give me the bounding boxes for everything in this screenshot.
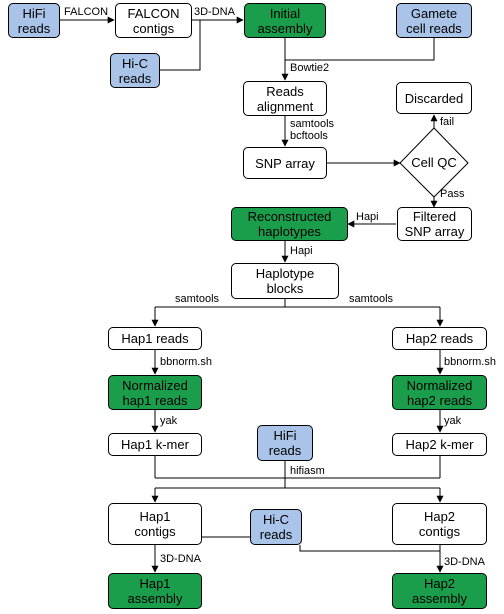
hifi-reads-top-node: HiFi reads [8,3,60,38]
label-samtools-right: samtools [349,293,394,305]
label-bowtie2: Bowtie2 [290,62,330,74]
edge-hic-to-hap2 [299,545,440,552]
label-samtools-bcftools: samtools bcftools [290,118,335,142]
label-hapi-down: Hapi [290,245,313,257]
label-3d-dna-right: 3D-DNA [444,556,485,568]
label-samtools-left: samtools [175,293,220,305]
hap2-kmer-node: Hap2 k-mer [392,433,487,456]
falcon-contigs-node: FALCON contigs [115,3,192,38]
snp-array-node: SNP array [243,147,327,179]
filtered-snp-array-node: Filtered SNP array [397,207,472,241]
label-hifiasm: hifiasm [290,465,325,477]
hic-reads-bottom-node: Hi-C reads [250,509,302,545]
hap1-assembly-node: Hap1 assembly [108,573,202,609]
cell-qc-label: Cell QC [411,155,457,170]
label-3d-dna-left: 3D-DNA [160,553,201,565]
hap2-contigs-node: Hap2 contigs [392,503,487,545]
cell-qc-diamond [399,127,469,198]
normalized-hap2-reads-node: Normalized hap2 reads [392,375,487,410]
label-falcon: FALCON [64,6,109,18]
hic-reads-top-node: Hi-C reads [110,53,160,88]
haplotype-blocks-node: Haplotype blocks [231,263,339,299]
label-pass: Pass [440,188,465,200]
hap1-contigs-node: Hap1 contigs [108,503,202,545]
gamete-cell-reads-node: Gamete cell reads [396,3,472,38]
hap2-reads-node: Hap2 reads [392,327,487,350]
hifi-reads-mid-node: HiFi reads [257,425,313,461]
label-yak-left: yak [160,415,178,427]
hap1-kmer-node: Hap1 k-mer [108,433,202,456]
label-3d-dna-top: 3D-DNA [194,6,235,18]
label-yak-right: yak [444,415,462,427]
label-fail: fail [440,116,455,128]
discarded-node: Discarded [396,82,472,114]
label-bbnorm-right: bbnorm.sh [444,356,496,368]
edge-hic-to-initial [160,20,201,71]
hap1-reads-node: Hap1 reads [108,327,202,350]
reads-alignment-node: Reads alignment [243,81,327,116]
reconstructed-haplotypes-node: Reconstructed haplotypes [231,207,348,241]
hap2-assembly-node: Hap2 assembly [392,573,487,609]
label-bbnorm-left: bbnorm.sh [160,356,212,368]
initial-assembly-node: Initial assembly [244,3,326,38]
normalized-hap1-reads-node: Normalized hap1 reads [108,375,202,410]
edge-gamete-to-alignment [285,38,435,61]
label-hapi-left: Hapi [356,211,379,223]
